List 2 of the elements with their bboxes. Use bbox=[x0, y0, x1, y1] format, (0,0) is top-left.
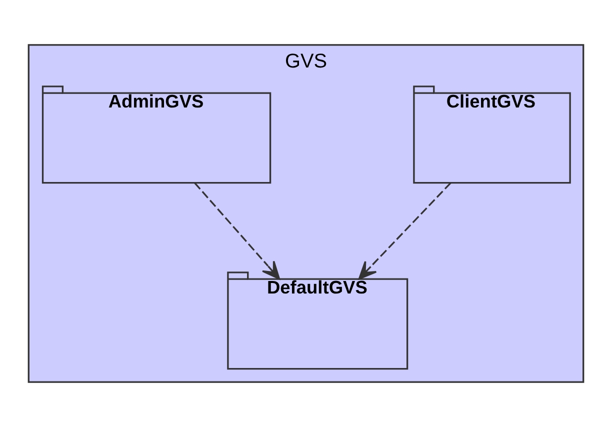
arrow bbox=[358, 182, 452, 279]
arrow bbox=[194, 182, 280, 279]
